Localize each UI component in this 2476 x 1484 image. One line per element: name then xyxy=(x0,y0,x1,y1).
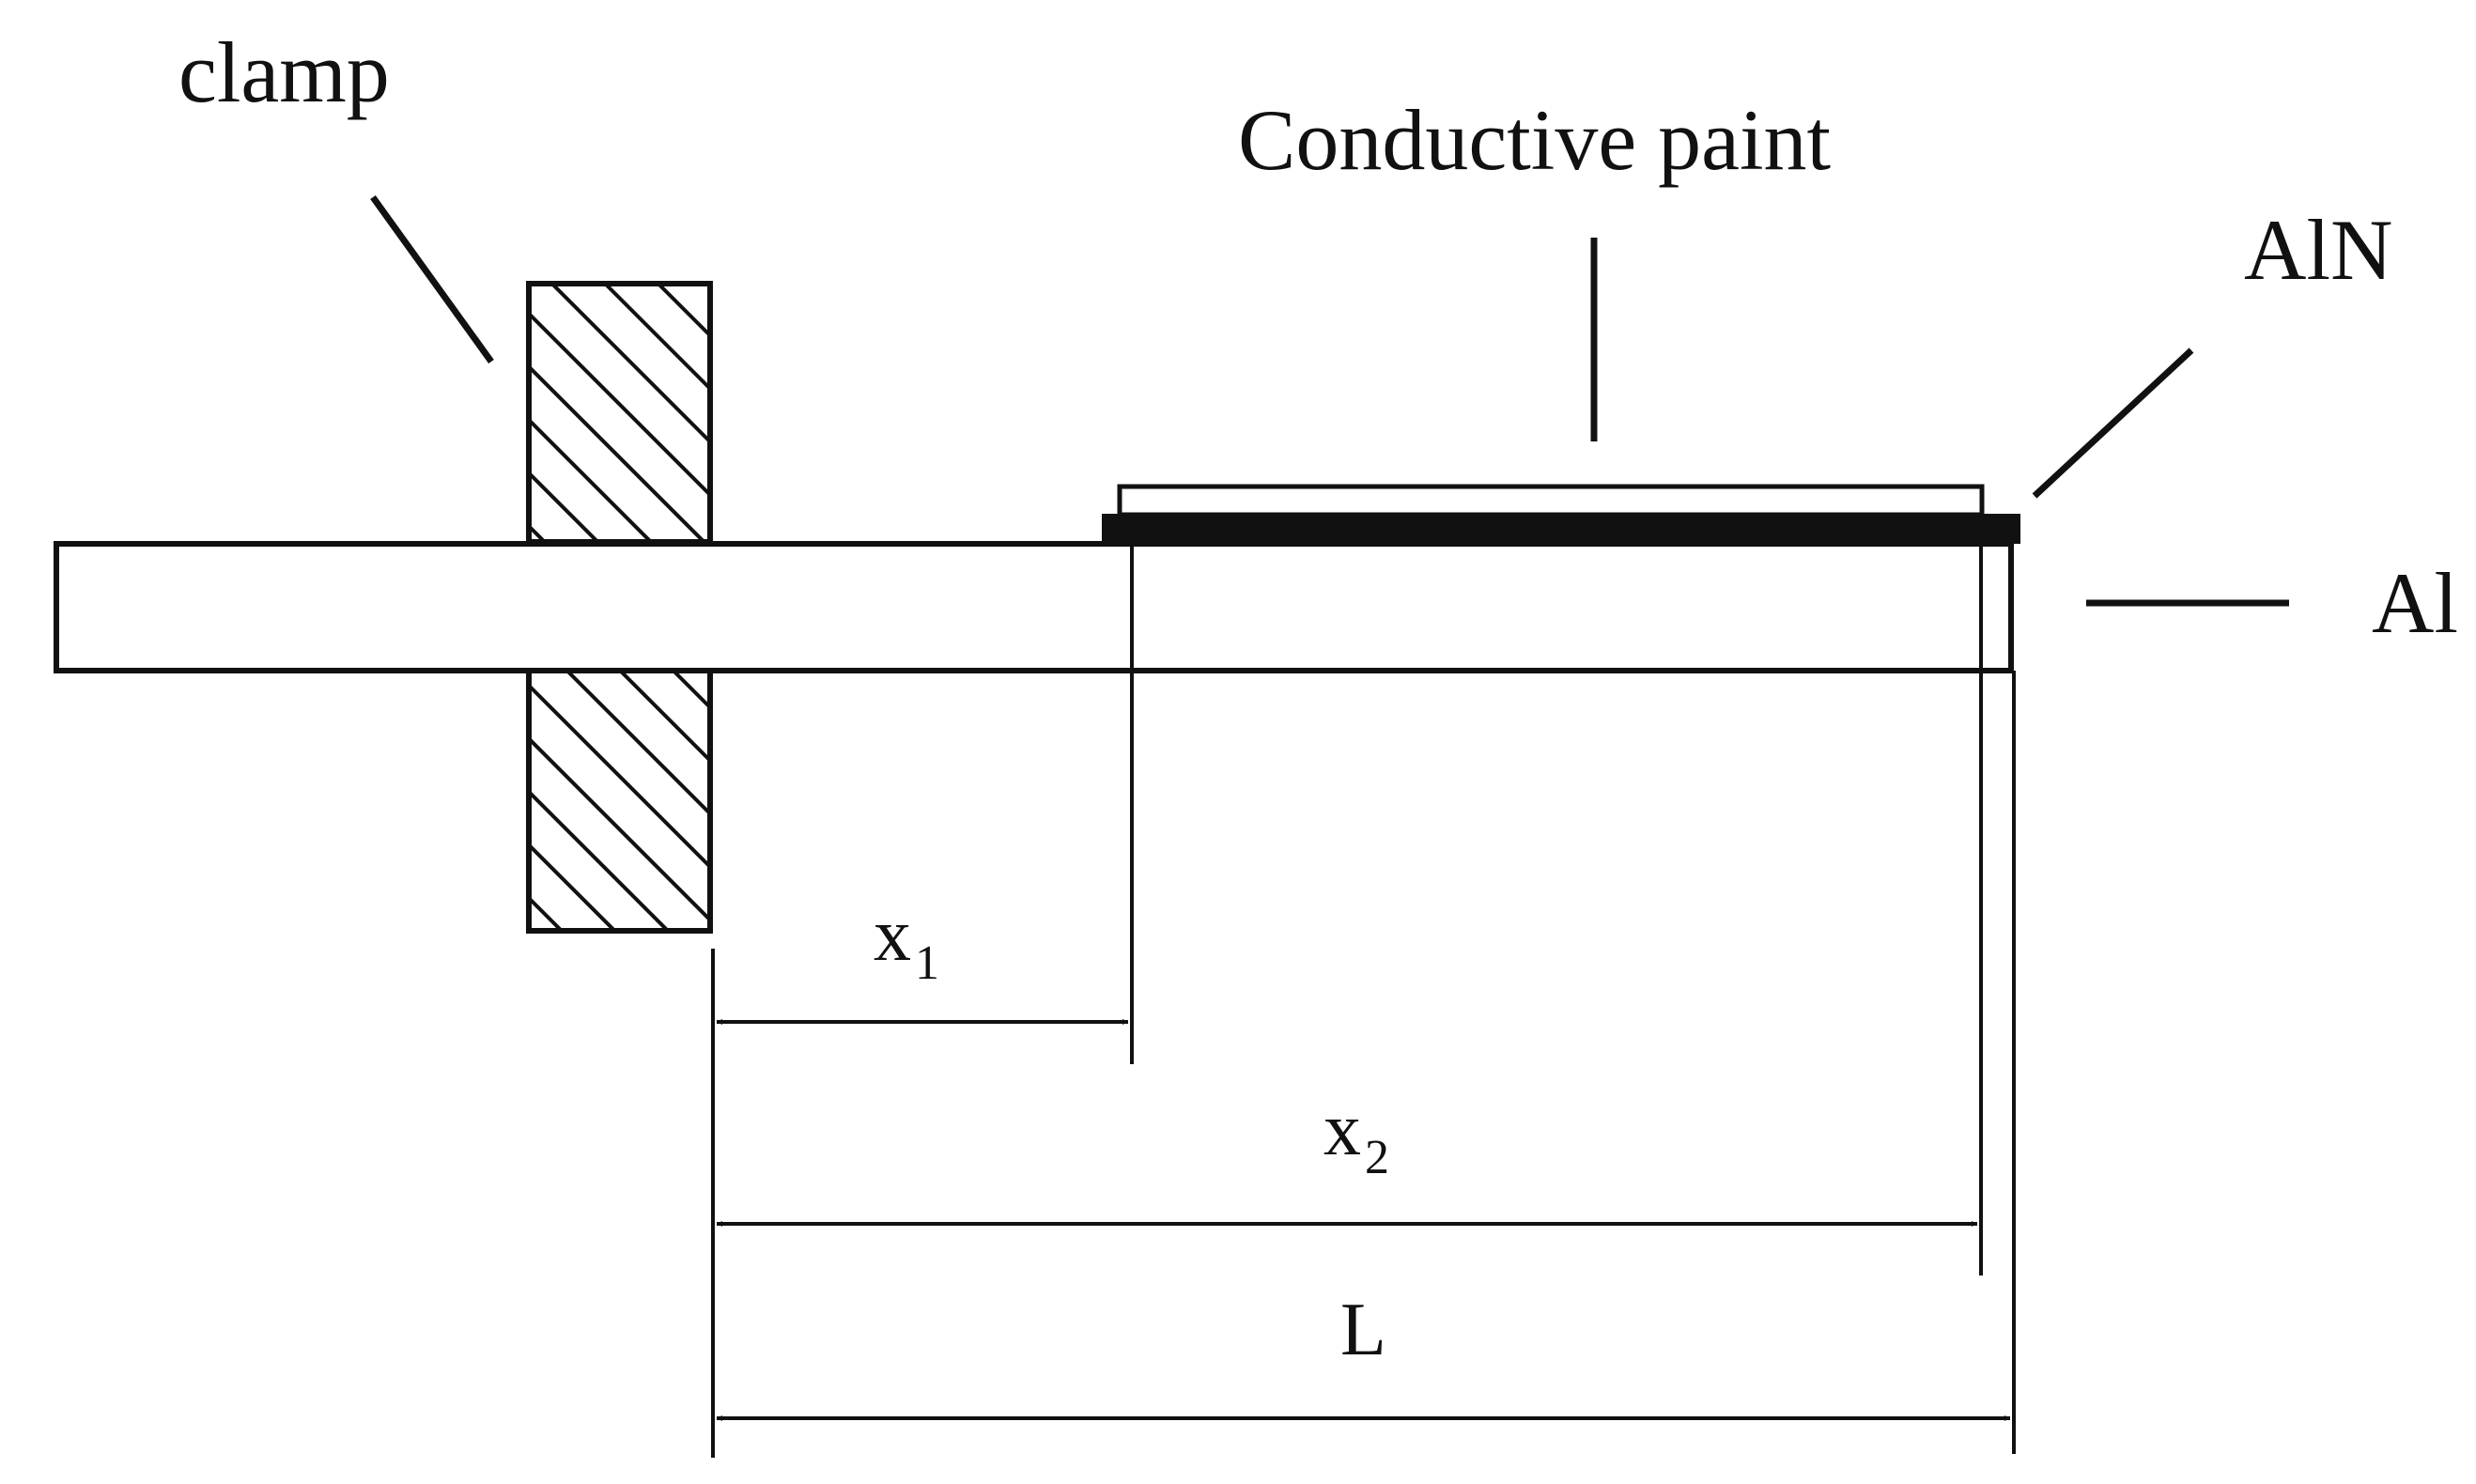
al-beam xyxy=(54,541,2014,673)
x2-label-subscript: 2 xyxy=(1365,1131,1389,1184)
x1-label: x1 xyxy=(874,894,939,990)
conductive-paint-label: Conductive paint xyxy=(1238,92,1832,188)
aln-layer xyxy=(1102,514,2020,544)
conductive-paint-layer xyxy=(1117,484,1985,518)
aln-label: AlN xyxy=(2244,202,2392,298)
clamp-pointer-arrow xyxy=(370,194,494,364)
x1-label-subscript: 1 xyxy=(915,936,939,990)
al-label: Al xyxy=(2372,555,2458,651)
x2-label-base: x xyxy=(1323,1089,1361,1171)
clamp-lower-block xyxy=(526,667,713,934)
clamp-upper-block xyxy=(526,281,713,545)
l-label: L xyxy=(1340,1289,1386,1371)
x2-label: x2 xyxy=(1323,1089,1389,1184)
x1-label-base: x xyxy=(874,894,911,977)
aln-pointer-arrow xyxy=(2032,348,2194,499)
clamp-label: clamp xyxy=(178,24,390,120)
